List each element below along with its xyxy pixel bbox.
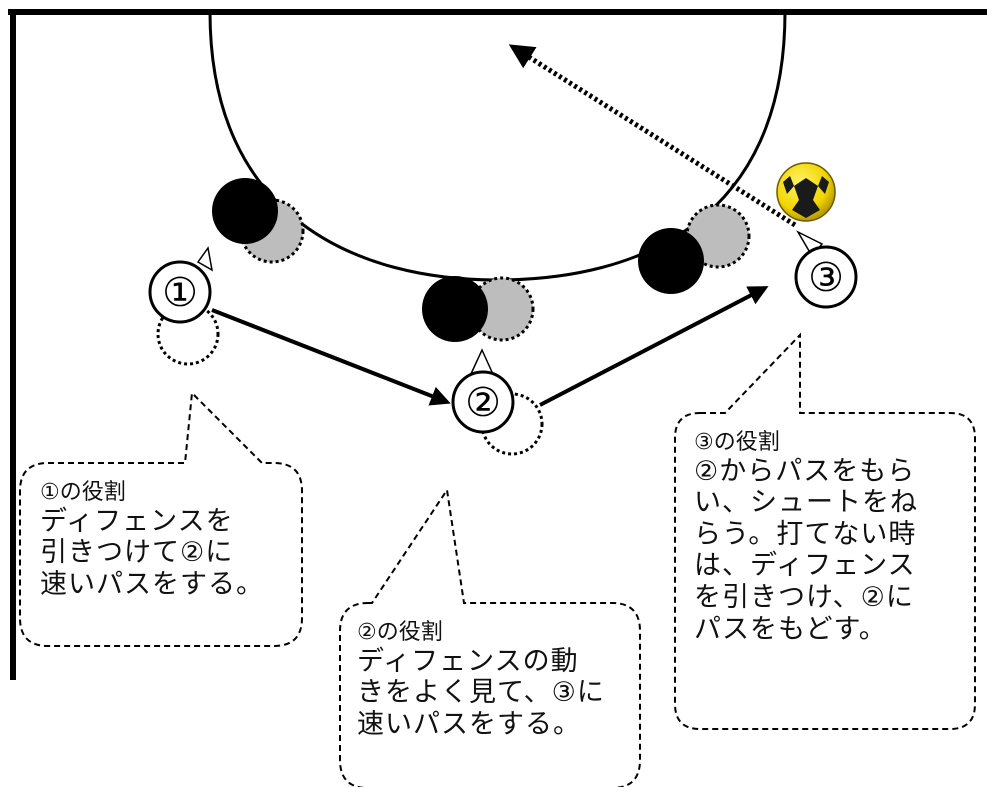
player-3-label: ③	[808, 255, 844, 301]
caption-2: ②の役割 ディフェンスの動 きをよく見て、③に 速いパスをする。	[357, 620, 637, 740]
caption-3-body: ②からパスをもら い、シュートをね らう。打てない時 は、ディフェンス を引きつ…	[694, 455, 918, 645]
caption-1-title: ①の役割	[40, 480, 126, 505]
caption-1: ①の役割 ディフェンスを 引きつけて②に 速いパスをする。	[40, 480, 298, 600]
caption-3-title: ③の役割	[694, 430, 780, 455]
player-3: ③	[794, 245, 858, 309]
caption-2-title: ②の役割	[357, 620, 443, 645]
ball-icon	[776, 162, 836, 222]
pass-arrow-1-to-2	[211, 308, 451, 406]
caption-3: ③の役割 ②からパスをもら い、シュートをね らう。打てない時 は、ディフェンス…	[694, 430, 972, 645]
caption-2-body: ディフェンスの動 きをよく見て、③に 速いパスをする。	[357, 645, 605, 740]
defender-3	[638, 203, 751, 294]
shot-arrow	[508, 44, 797, 228]
defender-1	[212, 178, 305, 264]
caption-bubble-3	[674, 332, 976, 730]
defender-2	[422, 276, 535, 342]
player-2-move-ghost	[480, 392, 544, 456]
player-2-label: ②	[465, 380, 501, 426]
player-1-facing-marker	[196, 246, 214, 272]
player-2: ②	[451, 370, 515, 434]
player-1-move-ghost	[156, 302, 220, 366]
caption-1-body: ディフェンスを 引きつけて②に 速いパスをする。	[40, 505, 264, 600]
player-1: ①	[148, 260, 212, 324]
player-1-label: ①	[162, 270, 198, 316]
caption-bubble-1	[19, 390, 303, 647]
caption-bubble-2	[339, 487, 641, 787]
pass-arrow-2-to-3	[539, 286, 769, 407]
